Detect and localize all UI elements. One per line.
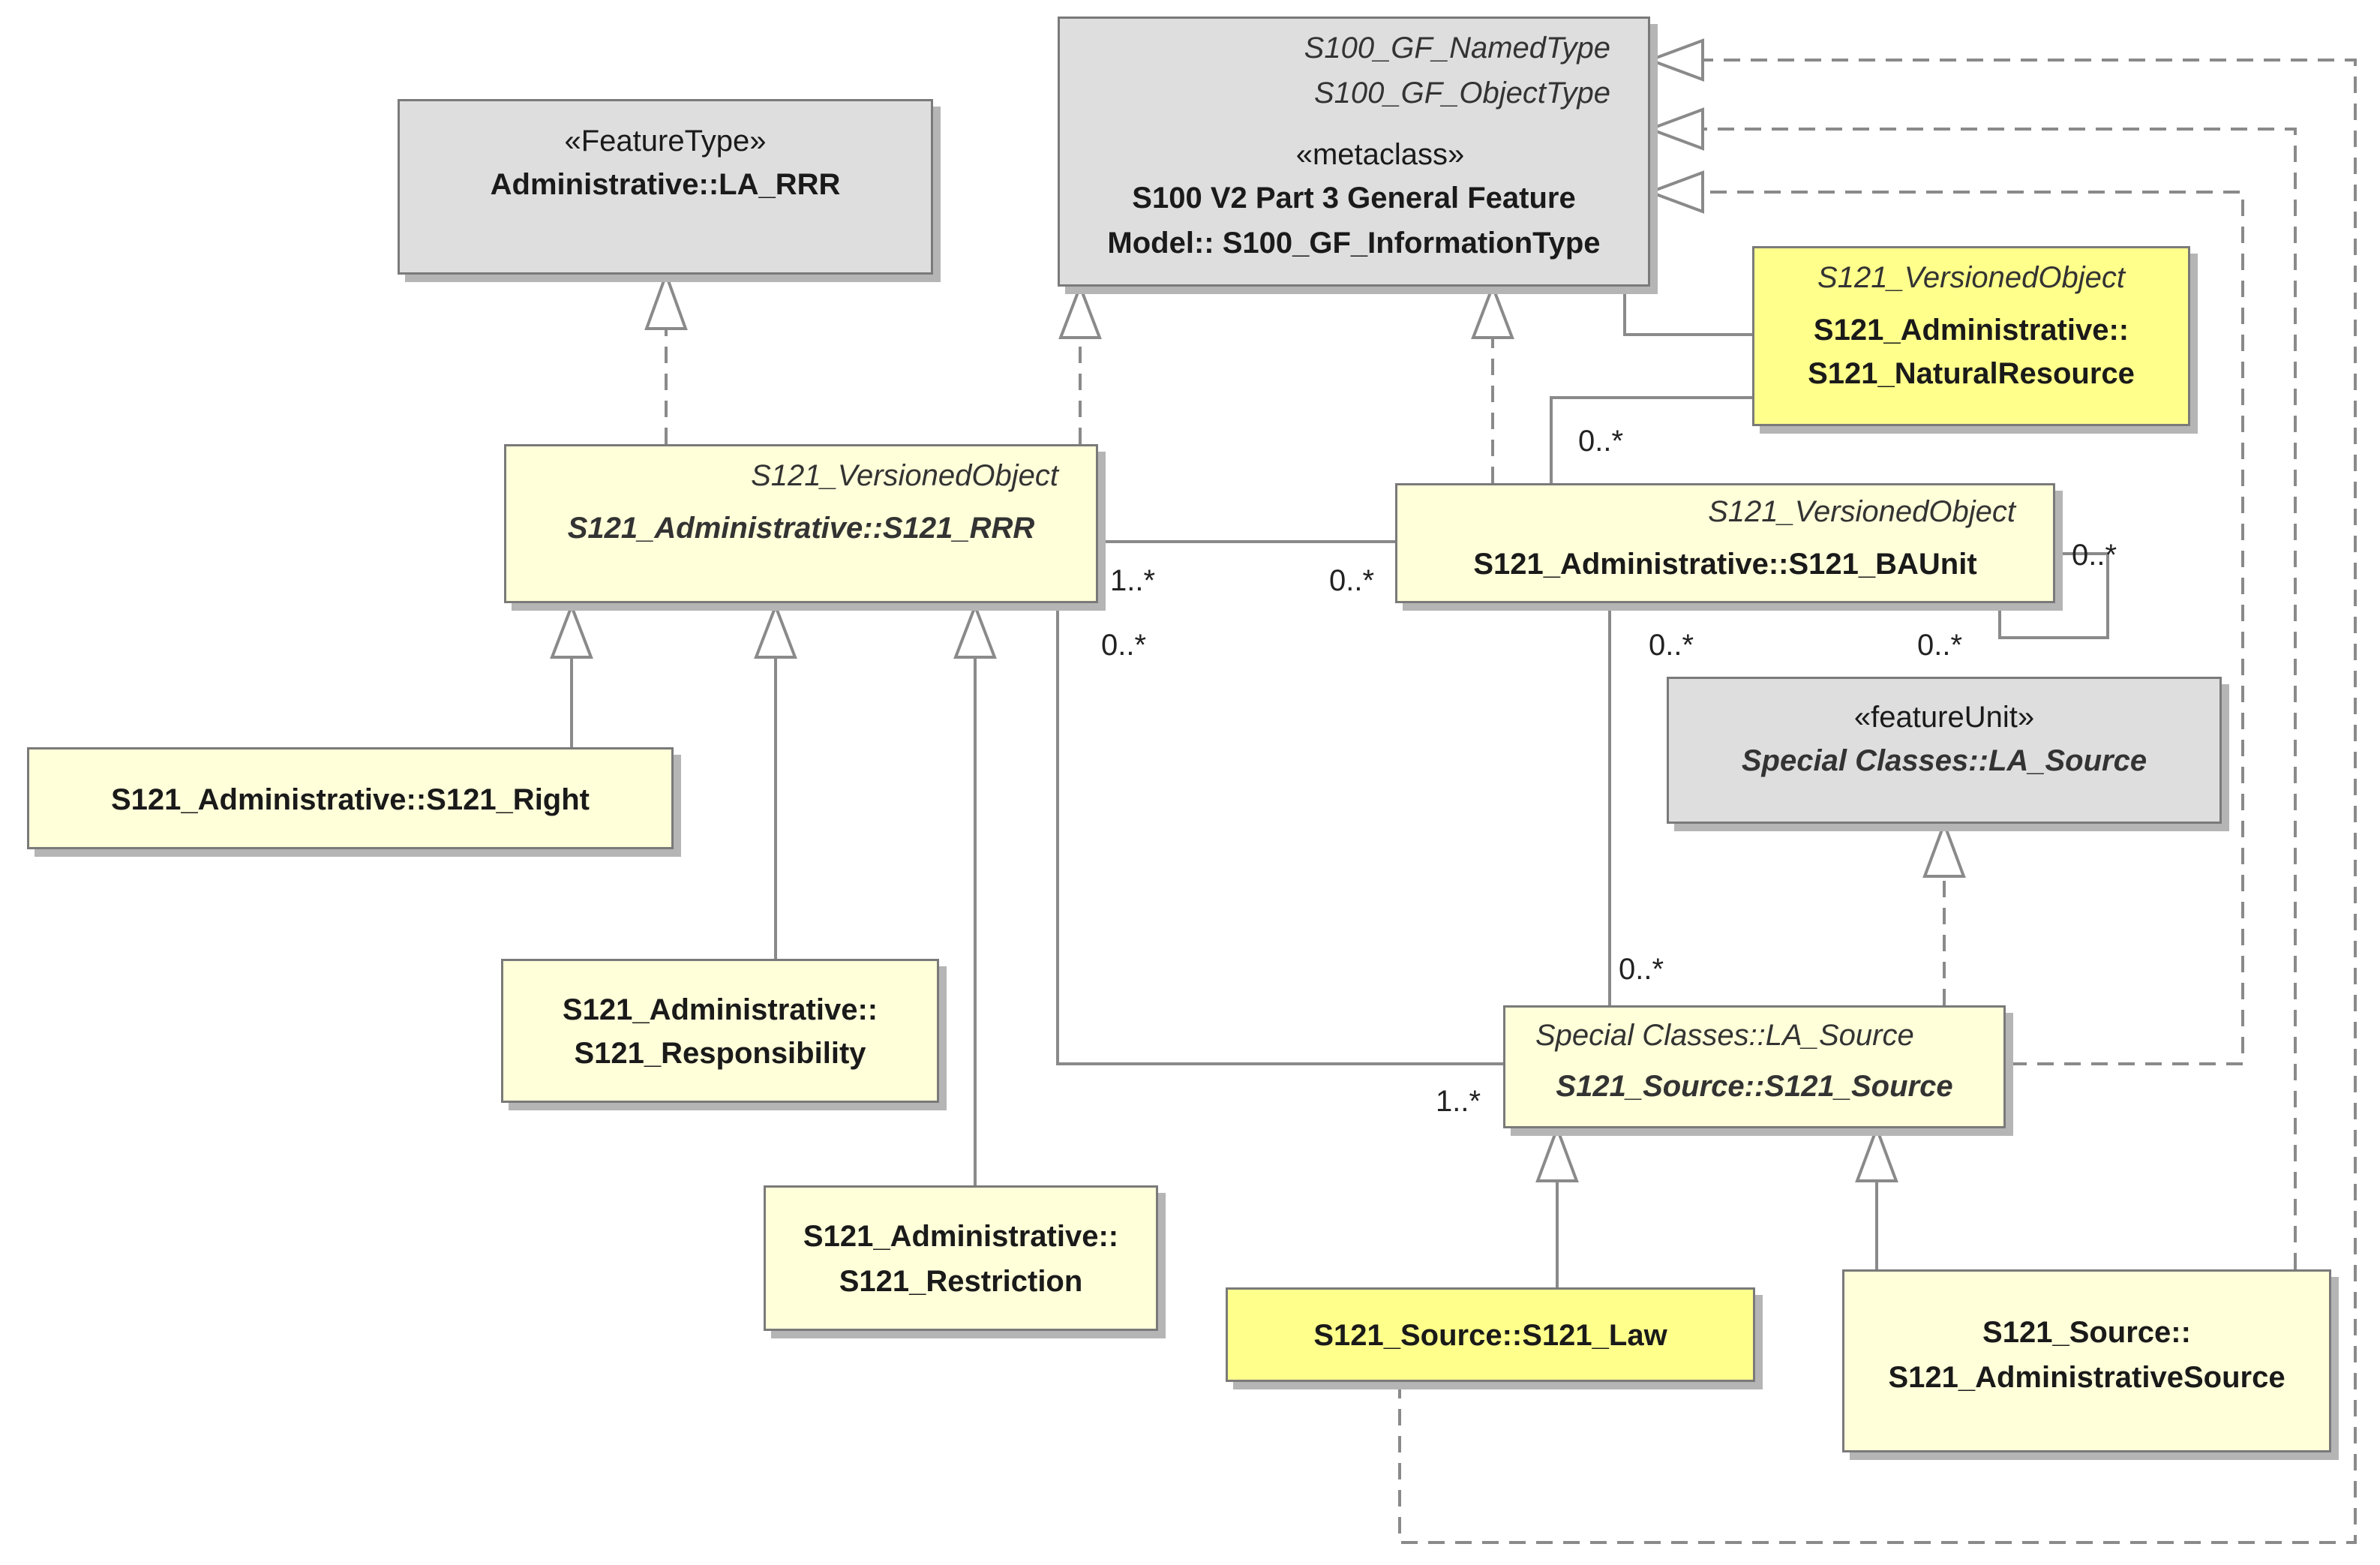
class-baunit[interactable]: S121_VersionedObject S121_Administrative… (1395, 483, 2055, 603)
class-name: Administrative::LA_RRR (490, 168, 841, 201)
parent-type-label: S121_VersionedObject (1817, 261, 2125, 294)
multiplicity-label: 0..* (1619, 953, 1664, 986)
realization-source-to-s100 (1703, 191, 2244, 1065)
parent-type-label: S100_GF_NamedType (1304, 32, 1610, 65)
class-name-line-1: S121_Administrative:: (562, 993, 878, 1026)
stereotype-label: «FeatureType» (564, 125, 767, 158)
class-name-line-2: Model:: S100_GF_InformationType (1107, 227, 1601, 260)
parent-type-label: S121_VersionedObject (1708, 495, 2015, 528)
assoc-natres-baunit (1550, 396, 1752, 483)
realization-arrowhead (1646, 107, 1704, 151)
multiplicity-label: 0..* (2072, 539, 2117, 572)
multiplicity-label: 1..* (1436, 1085, 1481, 1118)
assoc-rrr-source (1056, 603, 1503, 1065)
class-law[interactable]: S121_Source::S121_Law (1226, 1287, 1755, 1382)
class-administrative-source[interactable]: S121_Source:: S121_AdministrativeSource (1842, 1269, 2331, 1452)
stereotype-label: «metaclass» (1295, 138, 1465, 171)
stereotype-label: «featureUnit» (1853, 701, 2035, 734)
class-right[interactable]: S121_Administrative::S121_Right (27, 747, 674, 849)
class-restriction[interactable]: S121_Administrative:: S121_Restriction (764, 1185, 1158, 1331)
realization-arrowhead (1471, 282, 1514, 339)
realization-arrowhead (1646, 170, 1704, 214)
realization-arrowhead (1922, 819, 1966, 878)
generalization-arrowhead (754, 602, 797, 659)
class-name-line-1: S121_Administrative:: (803, 1220, 1119, 1253)
class-la-rrr[interactable]: «FeatureType» Administrative::LA_RRR (398, 99, 933, 275)
realization-arrowhead (644, 270, 688, 330)
link-s100-natural-resource (1623, 282, 1752, 336)
multiplicity-label: 0..* (1101, 629, 1147, 662)
generalization-arrowhead (1535, 1124, 1579, 1182)
realization-arrowhead (1646, 38, 1704, 82)
parent-type-label: S100_GF_ObjectType (1313, 77, 1610, 110)
class-name-line-2: S121_Responsibility (574, 1037, 866, 1070)
generalization-arrowhead (550, 602, 593, 659)
realization-adminsource-to-s100 (1703, 128, 2297, 1269)
multiplicity-label: 0..* (1329, 564, 1375, 597)
multiplicity-label: 0..* (1917, 629, 1963, 662)
generalization-arrowhead (1855, 1124, 1898, 1182)
class-name-line-2: S121_AdministrativeSource (1888, 1361, 2285, 1394)
class-name: S121_Administrative::S121_Right (110, 783, 590, 816)
class-responsibility[interactable]: S121_Administrative:: S121_Responsibilit… (501, 959, 939, 1103)
class-name: S121_Source::S121_Law (1313, 1319, 1667, 1352)
class-la-source[interactable]: «featureUnit» Special Classes::LA_Source (1667, 677, 2222, 824)
realization-law-to-s100 (1398, 59, 2357, 1544)
class-name-line-1: S121_Administrative:: (1813, 314, 2129, 347)
class-name: S121_Administrative::S121_BAUnit (1473, 548, 1977, 581)
class-name-line-2: S121_NaturalResource (1808, 357, 2135, 390)
parent-type-label: Special Classes::LA_Source (1535, 1019, 1914, 1052)
class-rrr[interactable]: S121_VersionedObject S121_Administrative… (504, 444, 1098, 603)
class-natural-resource[interactable]: S121_VersionedObject S121_Administrative… (1752, 246, 2190, 426)
assoc-baunit-self (1998, 552, 2109, 639)
multiplicity-label: 0..* (1649, 629, 1694, 662)
realization-arrowhead (1058, 282, 1102, 339)
class-name: S121_Administrative::S121_RRR (567, 512, 1035, 545)
class-s100-information-type[interactable]: S100_GF_NamedType S100_GF_ObjectType «me… (1058, 17, 1650, 287)
class-name: S121_Source::S121_Source (1556, 1070, 1953, 1103)
class-name-line-1: S121_Source:: (1982, 1316, 2191, 1349)
class-source[interactable]: Special Classes::LA_Source S121_Source::… (1503, 1005, 2006, 1128)
multiplicity-label: 1..* (1110, 564, 1156, 597)
class-name-line-2: S121_Restriction (839, 1265, 1083, 1298)
generalization-arrowhead (953, 602, 997, 659)
class-name: Special Classes::LA_Source (1741, 744, 2147, 777)
class-name-line-1: S100 V2 Part 3 General Feature (1132, 182, 1576, 215)
multiplicity-label: 0..* (1578, 425, 1624, 458)
parent-type-label: S121_VersionedObject (751, 459, 1058, 492)
